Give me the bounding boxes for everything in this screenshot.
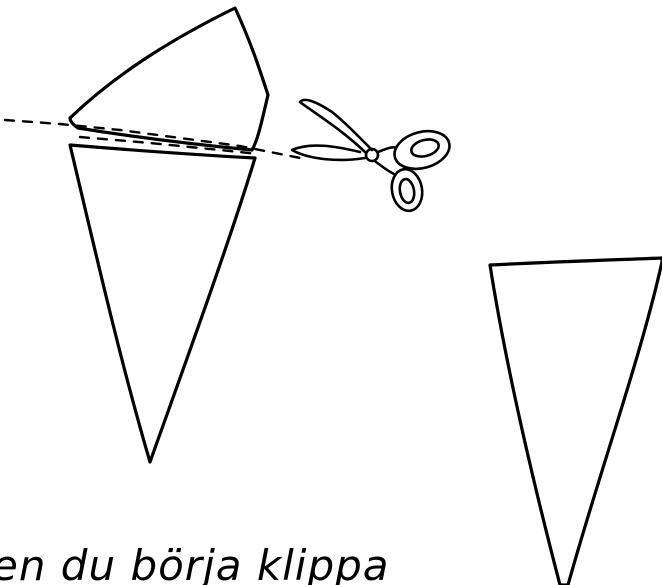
scissors-handle-lower-inner <box>398 178 416 204</box>
scissors-handle-upper-inner <box>409 137 440 160</box>
scissors-shank-upper <box>378 147 396 152</box>
paper-cone-left <box>70 145 255 462</box>
scissors-blade-lower <box>292 146 365 160</box>
scissors-blade-upper <box>300 100 372 152</box>
scissors-icon <box>292 100 454 213</box>
paper-cone-right <box>490 258 662 585</box>
scissors-shank-lower <box>376 162 394 174</box>
instruction-text: en du börja klippa <box>0 541 390 585</box>
scissors-handle-upper-outer <box>390 125 453 174</box>
